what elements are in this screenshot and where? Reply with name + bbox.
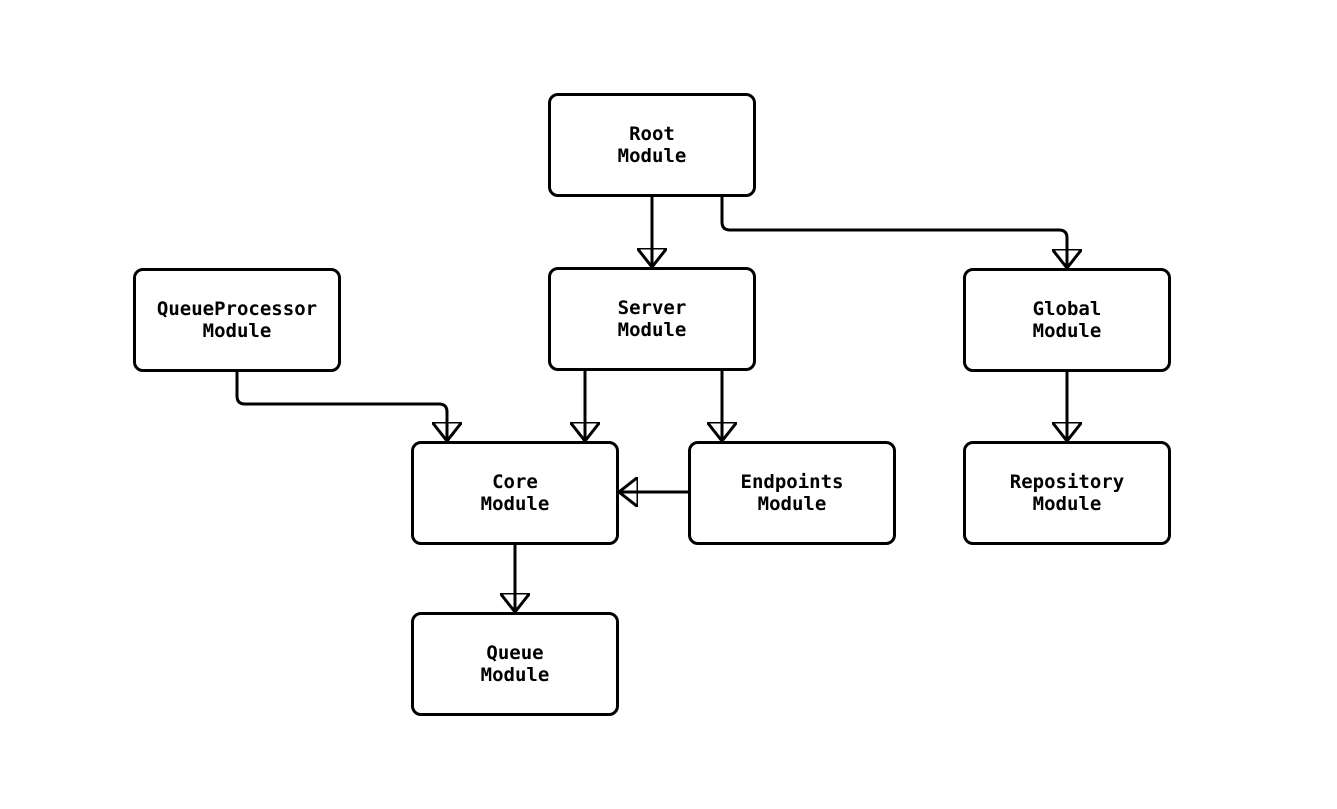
- node-queue-module: Queue Module: [411, 612, 619, 716]
- node-label-line1: Queue: [486, 642, 544, 664]
- node-label-line1: Endpoints: [740, 471, 844, 493]
- node-label-line1: Server: [617, 297, 687, 319]
- node-label-line2: Module: [202, 320, 272, 342]
- node-label-line2: Module: [1032, 320, 1102, 342]
- node-label-line1: Repository: [1009, 471, 1125, 493]
- node-core-module: Core Module: [411, 441, 619, 545]
- node-label-line1: Global: [1032, 298, 1102, 320]
- node-repository-module: Repository Module: [963, 441, 1171, 545]
- node-label-line2: Module: [1032, 493, 1102, 515]
- node-label-line1: Root: [629, 123, 675, 145]
- edge-root-to-global: [720, 197, 1067, 268]
- node-queueprocessor-module: QueueProcessor Module: [133, 268, 341, 372]
- node-endpoints-module: Endpoints Module: [688, 441, 896, 545]
- node-label-line1: Core: [492, 471, 538, 493]
- edge-queueprocessor-to-core: [235, 372, 447, 441]
- node-label-line2: Module: [757, 493, 827, 515]
- node-global-module: Global Module: [963, 268, 1171, 372]
- node-label-line2: Module: [617, 319, 687, 341]
- node-label-line2: Module: [617, 145, 687, 167]
- node-label-line2: Module: [480, 493, 550, 515]
- node-root-module: Root Module: [548, 93, 756, 197]
- node-label-line1: QueueProcessor: [156, 298, 318, 320]
- node-label-line2: Module: [480, 664, 550, 686]
- node-server-module: Server Module: [548, 267, 756, 371]
